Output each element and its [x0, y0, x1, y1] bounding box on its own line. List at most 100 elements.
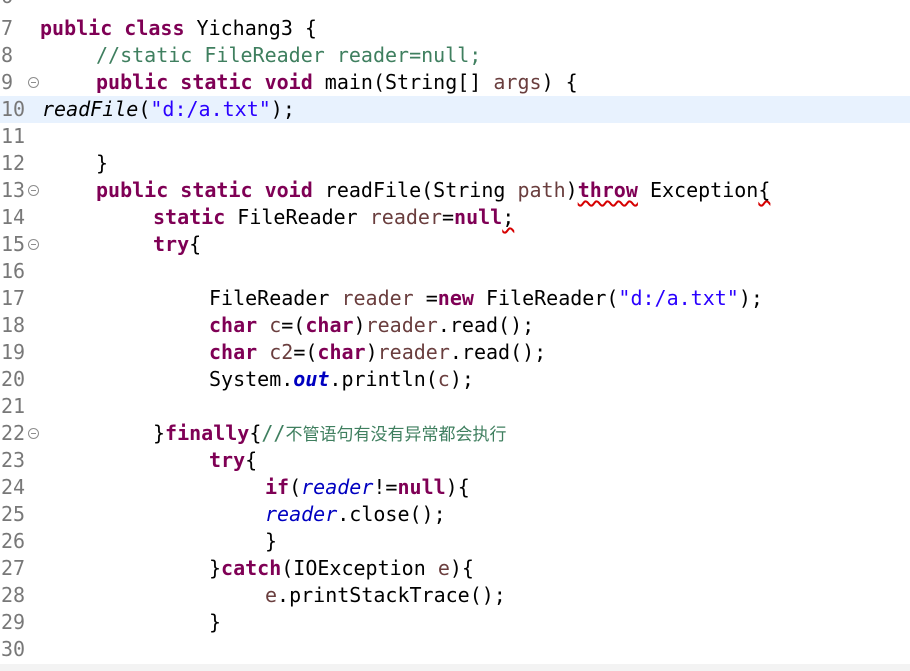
variable: reader — [365, 313, 438, 337]
code-line-10-current[interactable]: 10 readFile("d:/a.txt"); — [0, 96, 910, 123]
code-line-29[interactable]: 29 } — [0, 609, 910, 636]
line-number-gutter: 17 — [0, 285, 40, 312]
code-text[interactable]: }finally{//不管语句有没有异常都会执行 — [153, 420, 506, 447]
code-text[interactable]: public static void readFile(String path)… — [96, 177, 770, 204]
keyword: finally — [165, 421, 250, 445]
line-number: 22 — [1, 421, 26, 445]
code-token: readFile(String — [312, 178, 518, 202]
code-line-28[interactable]: 28 e.printStackTrace(); — [0, 582, 910, 609]
code-token — [257, 313, 269, 337]
code-text[interactable]: }catch(IOException e){ — [209, 555, 474, 582]
line-number-gutter: 11 — [0, 123, 40, 150]
keyword: catch — [221, 556, 282, 580]
code-line-27[interactable]: 27 }catch(IOException e){ — [0, 555, 910, 582]
fold-toggle-icon[interactable] — [28, 77, 39, 88]
string-literal: "d:/a.txt" — [618, 286, 739, 310]
code-token: .read(); — [449, 340, 547, 364]
code-token — [257, 340, 269, 364]
keyword: char — [317, 340, 366, 364]
code-text[interactable]: try{ — [209, 447, 257, 474]
code-token: main(String[] — [312, 70, 494, 94]
code-text[interactable]: readFile("d:/a.txt"); — [42, 96, 295, 123]
code-line-19[interactable]: 19 char c2=(char)reader.read(); — [0, 339, 910, 366]
code-line-21[interactable]: 21 — [0, 393, 910, 420]
line-number: 13 — [1, 178, 26, 202]
code-text[interactable]: System.out.println(c); — [209, 366, 474, 393]
code-line-17[interactable]: 17 FileReader reader =new FileReader("d:… — [0, 285, 910, 312]
code-text[interactable]: e.printStackTrace(); — [265, 582, 506, 609]
code-line-8[interactable]: 8 //static FileReader reader=null; — [0, 42, 910, 69]
code-text[interactable]: char c=(char)reader.read(); — [209, 312, 534, 339]
line-number: 25 — [1, 502, 26, 526]
fold-toggle-icon[interactable] — [28, 239, 39, 250]
code-line-24[interactable]: 24 if(reader!=null){ — [0, 474, 910, 501]
code-token: ) — [353, 313, 366, 337]
keyword: void — [264, 70, 313, 94]
code-text[interactable]: } — [209, 609, 221, 636]
line-number: 27 — [1, 556, 26, 580]
code-token: =( — [293, 340, 318, 364]
code-text[interactable]: //static FileReader reader=null; — [96, 42, 481, 69]
code-line-16[interactable]: 16 — [0, 258, 910, 285]
line-number: 17 — [1, 286, 26, 310]
code-text[interactable]: reader.close(); — [265, 501, 446, 528]
code-text[interactable]: public class Yichang3 { — [40, 15, 317, 42]
code-text[interactable]: if(reader!=null){ — [265, 474, 470, 501]
code-line-23[interactable]: 23 try{ — [0, 447, 910, 474]
code-line-11[interactable]: 11 — [0, 123, 910, 150]
code-text[interactable]: } — [265, 528, 277, 555]
code-line-9[interactable]: 9 public static void main(String[] args)… — [0, 69, 910, 96]
code-token: FileReader — [209, 286, 342, 310]
line-number: 6 — [1, 0, 13, 10]
code-line-14[interactable]: 14 static FileReader reader=null; — [0, 204, 910, 231]
code-token: ( — [138, 97, 151, 121]
method-call: readFile — [42, 97, 139, 121]
field-reference: reader — [265, 502, 338, 526]
code-line-22[interactable]: 22 }finally{//不管语句有没有异常都会执行 — [0, 420, 910, 447]
code-line-12[interactable]: 12 } — [0, 150, 910, 177]
keyword: class — [124, 16, 185, 40]
code-token: } — [96, 151, 109, 175]
code-line-18[interactable]: 18 char c=(char)reader.read(); — [0, 312, 910, 339]
line-number: 23 — [1, 448, 26, 472]
code-text[interactable]: FileReader reader =new FileReader("d:/a.… — [209, 285, 763, 312]
keyword: static — [180, 70, 253, 94]
code-line-15[interactable]: 15 try{ — [0, 231, 910, 258]
line-number: 26 — [1, 529, 26, 553]
keyword: static — [153, 205, 226, 229]
code-text[interactable]: char c2=(char)reader.read(); — [209, 339, 546, 366]
line-number-gutter: 24 — [0, 474, 40, 501]
code-text[interactable]: } — [96, 150, 108, 177]
code-line-20[interactable]: 20 System.out.println(c); — [0, 366, 910, 393]
code-text[interactable]: static FileReader reader=null; — [153, 204, 514, 231]
keyword: new — [437, 286, 474, 310]
code-line-13[interactable]: 13 public static void readFile(String pa… — [0, 177, 910, 204]
line-number-gutter: 19 — [0, 339, 40, 366]
variable: reader — [377, 340, 450, 364]
code-line-7[interactable]: 7 public class Yichang3 { — [0, 15, 910, 42]
keyword: if — [265, 475, 290, 499]
line-number-gutter: 26 — [0, 528, 40, 555]
code-text[interactable]: public static void main(String[] args) { — [96, 69, 578, 96]
line-number: 14 — [1, 205, 26, 229]
code-line-25[interactable]: 25 reader.close(); — [0, 501, 910, 528]
comment: //static FileReader reader=null; — [96, 43, 482, 67]
line-number-gutter: 20 — [0, 366, 40, 393]
code-token: ) — [365, 340, 378, 364]
line-number-gutter: 16 — [0, 258, 40, 285]
fold-toggle-icon[interactable] — [28, 185, 39, 196]
line-number: 30 — [1, 637, 26, 661]
keyword: void — [264, 178, 313, 202]
code-token: .close(); — [337, 502, 446, 526]
keyword: try — [153, 232, 190, 256]
code-line-26[interactable]: 26 } — [0, 528, 910, 555]
code-text[interactable]: try{ — [153, 231, 201, 258]
fold-toggle-icon[interactable] — [28, 428, 39, 439]
line-number-gutter: 29 — [0, 609, 40, 636]
variable: reader — [341, 286, 414, 310]
line-number-gutter: 10 — [0, 96, 40, 123]
code-token: .printStackTrace(); — [277, 583, 506, 607]
code-token: ); — [449, 367, 474, 391]
code-line-30[interactable]: 30 — [0, 636, 910, 663]
